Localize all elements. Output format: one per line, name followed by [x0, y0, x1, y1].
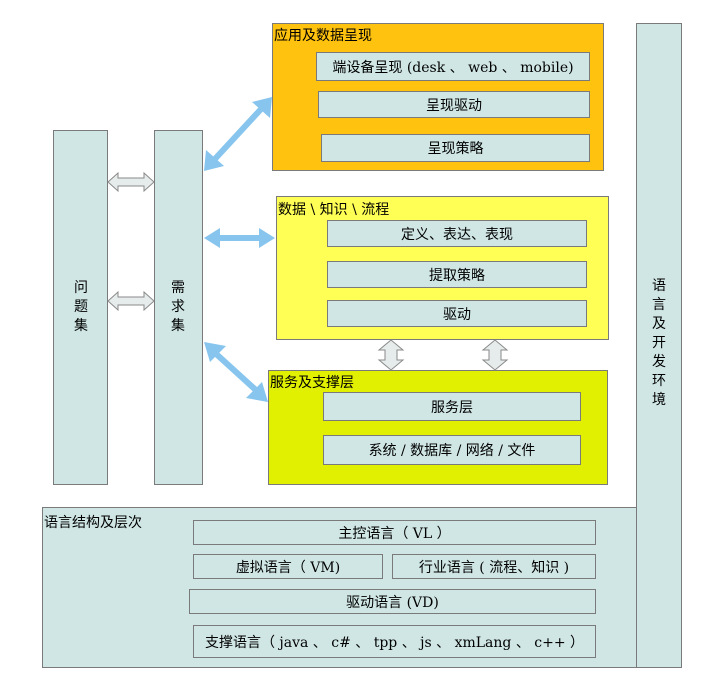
- industry-language-box: 行业语言 ( 流程、知识 ): [392, 554, 596, 579]
- data-layer-item-define: 定义、表达、表现: [327, 220, 587, 247]
- data-layer-item-drive: 驱动: [327, 300, 587, 327]
- app-layer-item-driver: 呈现驱动: [318, 91, 590, 118]
- arrow-requirement-app: [204, 97, 272, 171]
- virtual-language-box: 虚拟语言（ VM): [193, 554, 383, 579]
- service-layer-item-service: 服务层: [323, 392, 581, 421]
- dev-environment-column: [636, 23, 682, 668]
- data-layer-item-extract: 提取策略: [327, 261, 587, 288]
- arrow-data-service-right: [481, 339, 509, 371]
- requirement-set-box: [154, 130, 203, 485]
- driver-language-box: 驱动语言 (VD): [189, 589, 596, 614]
- arrow-requirement-data: [204, 228, 275, 248]
- arrow-problem-requirement-top: [107, 171, 155, 193]
- problem-set-box: [53, 130, 108, 485]
- arrow-data-service-left: [377, 339, 405, 371]
- data-layer-title: 数据 \ 知识 \ 流程: [278, 202, 390, 218]
- service-layer-title: 服务及支撑层: [270, 375, 354, 391]
- service-layer-item-system: 系统 / 数据库 / 网络 / 文件: [323, 435, 581, 465]
- problem-set-label: 问题集: [74, 280, 88, 334]
- support-language-box: 支撑语言（ java 、 c# 、 tpp 、 js 、 xmLang 、 c+…: [193, 625, 596, 658]
- language-structure-title: 语言结构及层次: [44, 515, 142, 531]
- app-layer-title: 应用及数据呈现: [274, 28, 372, 44]
- arrow-requirement-service: [204, 342, 268, 402]
- app-layer-item-devices: 端设备呈现 (desk 、 web 、 mobile): [316, 52, 590, 81]
- dev-environment-label: 语言及开发环境: [652, 278, 666, 408]
- requirement-set-label: 需求集: [171, 280, 185, 334]
- control-language-box: 主控语言（ VL ）: [193, 520, 596, 545]
- app-layer-item-strategy: 呈现策略: [321, 134, 590, 162]
- arrow-problem-requirement-bottom: [107, 290, 155, 312]
- service-layer-box: [268, 370, 608, 485]
